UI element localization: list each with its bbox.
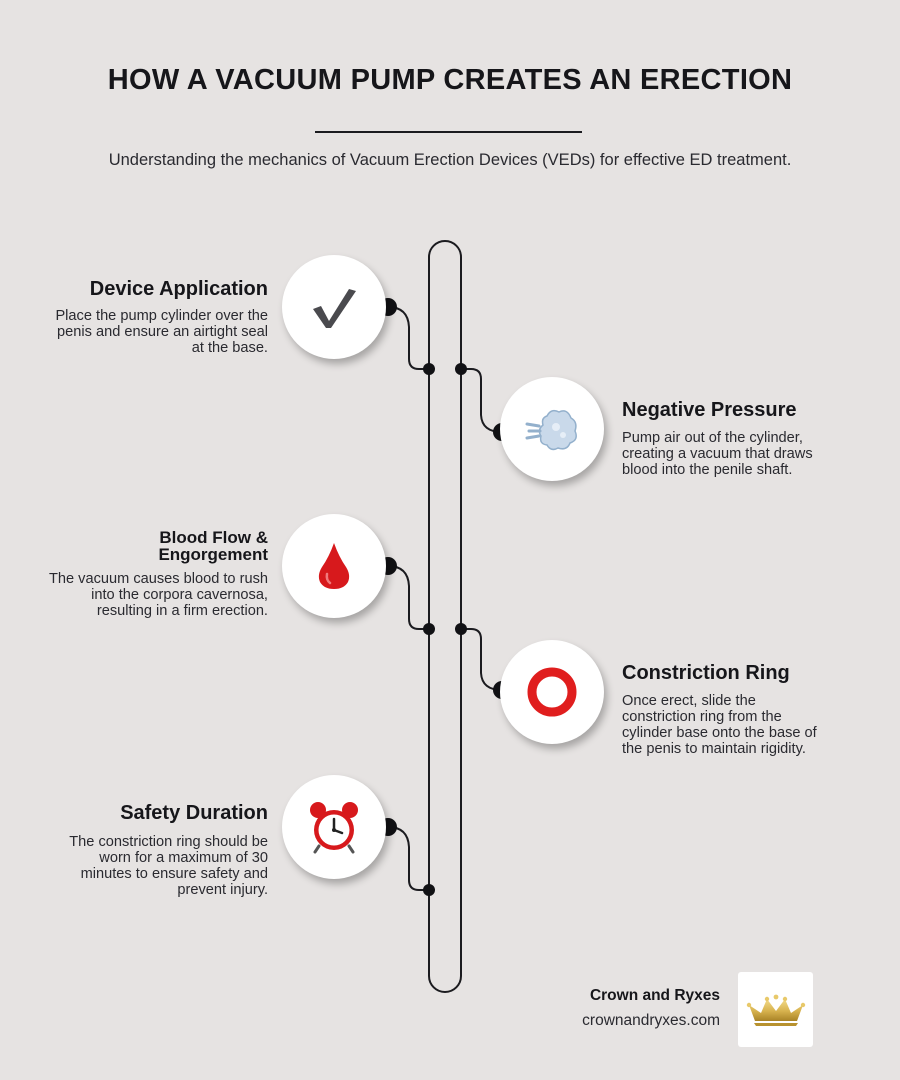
connector-step-2 (461, 368, 503, 433)
step-1-icon-circle (282, 255, 386, 359)
connector-step-5 (387, 826, 429, 891)
brand-logo (738, 972, 813, 1047)
check-mark-icon (313, 289, 356, 328)
step-2-title: Negative Pressure (622, 399, 797, 421)
step-5-icon-circle (282, 775, 386, 879)
crown-logo-icon (746, 994, 805, 1026)
connector-step-4 (461, 628, 503, 691)
blood-drop-icon (318, 543, 350, 589)
step-5-title: Safety Duration (120, 802, 268, 824)
step-2-icon-circle (500, 377, 604, 481)
step-1-title: Device Application (89, 278, 268, 300)
track-dot-step-1 (423, 363, 435, 375)
step-3-description: The vacuum causes blood to rush into the… (48, 571, 268, 619)
track-dot-step-5 (423, 884, 435, 896)
step-2-description: Pump air out of the cylinder, creating a… (622, 430, 813, 478)
step-4-icon-circle (500, 640, 604, 744)
connector-step-3 (387, 565, 429, 630)
brand-name: Crown and Ryxes (589, 987, 720, 1004)
page-title: HOW A VACUUM PUMP CREATES AN ERECTION (107, 64, 793, 96)
connector-step-1 (387, 306, 429, 370)
title-divider (315, 131, 582, 133)
brand-url[interactable]: crownandryxes.com (582, 1012, 720, 1029)
red-ring-icon (527, 667, 577, 717)
timeline-track (428, 240, 462, 993)
air-puff-icon (525, 409, 577, 451)
step-3-title: Blood Flow & Engorgement (158, 528, 268, 564)
track-dot-step-2 (455, 363, 467, 375)
alarm-clock-icon (310, 802, 358, 854)
step-1-description: Place the pump cylinder over the penis a… (55, 308, 268, 356)
page-subtitle: Understanding the mechanics of Vacuum Er… (108, 151, 792, 169)
track-dot-step-3 (423, 623, 435, 635)
track-dot-step-4 (455, 623, 467, 635)
step-3-icon-circle (282, 514, 386, 618)
step-4-description: Once erect, slide the constriction ring … (622, 693, 817, 757)
step-4-title: Constriction Ring (622, 662, 790, 684)
step-5-description: The constriction ring should be worn for… (69, 834, 268, 898)
